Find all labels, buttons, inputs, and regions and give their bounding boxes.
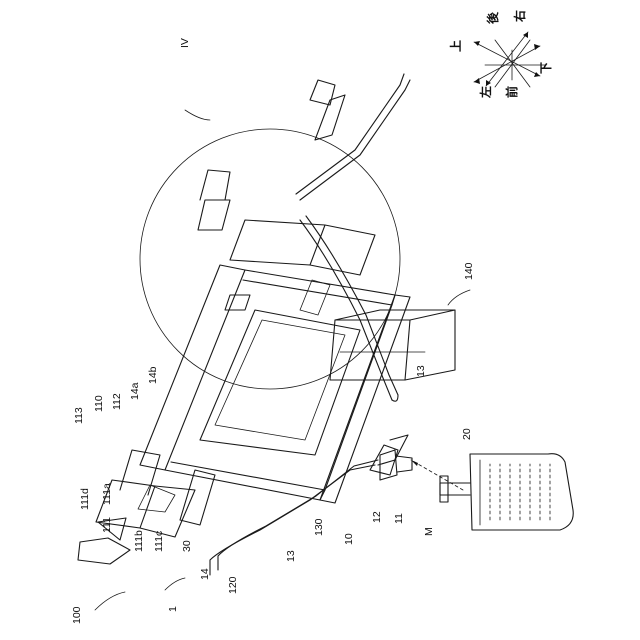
dir-left: 左	[478, 86, 493, 99]
dir-down: 下	[539, 62, 553, 74]
label-111c: 111c	[153, 531, 165, 552]
label-20: 20	[461, 428, 473, 440]
label-m: M	[423, 527, 435, 536]
label-140: 140	[463, 262, 475, 280]
label-111a: 111a	[101, 483, 113, 505]
label-100: 100	[71, 606, 83, 624]
label-iv: IV	[179, 38, 191, 48]
dir-right: 右	[512, 10, 527, 23]
detail-circle-iv	[140, 129, 400, 389]
reference-labels: 100 1 14 30 111c 111b 111 111a 111d 113 …	[71, 38, 475, 624]
label-110: 110	[93, 395, 105, 412]
container-20	[440, 454, 573, 530]
label-111d: 111d	[79, 488, 91, 510]
rear-head-block	[198, 170, 375, 315]
label-10: 10	[343, 533, 355, 545]
label-14b: 14b	[147, 366, 159, 384]
leader-lines	[95, 110, 470, 610]
arrow-m	[411, 460, 463, 490]
label-120: 120	[227, 576, 239, 594]
label-14: 14	[199, 568, 211, 580]
label-1: 1	[167, 606, 179, 612]
label-112: 112	[111, 393, 123, 410]
pipe-10-front	[210, 435, 408, 575]
label-13-rear: 13	[415, 365, 427, 377]
dir-back: 後	[485, 11, 500, 24]
compass-labels: 上 後 右 左 前 下	[448, 10, 553, 99]
front-head-block	[78, 450, 215, 564]
label-14a: 14a	[129, 382, 141, 400]
label-11: 11	[393, 513, 405, 524]
label-113: 113	[73, 407, 85, 424]
label-13-front: 13	[285, 550, 297, 562]
label-30: 30	[181, 540, 193, 552]
dir-up: 上	[448, 40, 463, 52]
bed-frame	[140, 265, 410, 503]
label-111: 111	[101, 517, 113, 533]
label-130: 130	[313, 518, 325, 536]
label-111b: 111b	[133, 530, 145, 552]
label-12: 12	[371, 511, 383, 523]
dir-front: 前	[504, 86, 519, 98]
